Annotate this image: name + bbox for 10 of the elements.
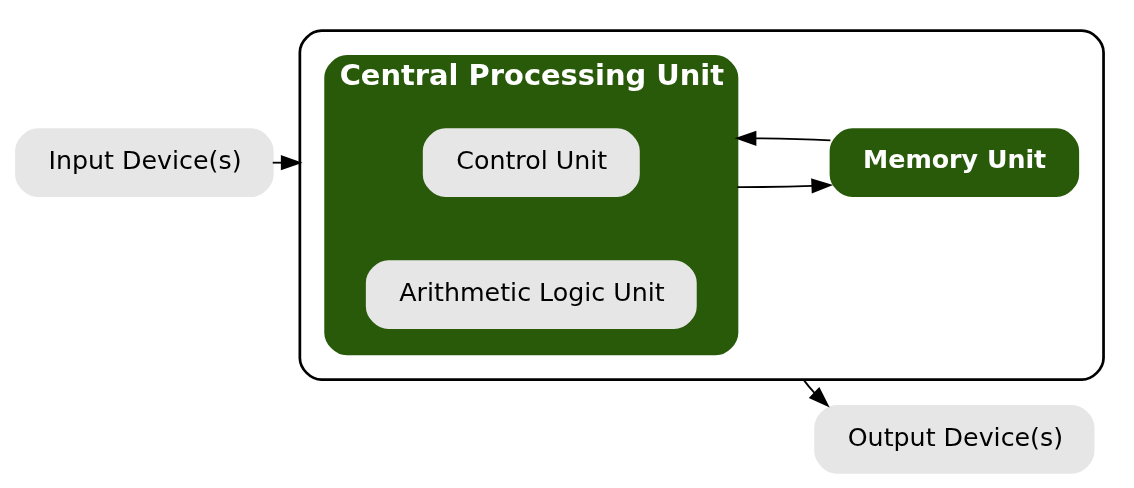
node-box: Arithmetic Logic Unit [365,259,697,329]
node-box: Control Unit [422,127,640,197]
node-box: Input Device(s) [15,127,274,197]
arrow [736,177,834,193]
node-box: Memory Unit [829,127,1080,197]
arrow [802,378,830,407]
node-box: Output Device(s) [814,404,1095,474]
arrow [271,154,303,170]
arrow [734,130,832,146]
cluster [298,28,1105,381]
